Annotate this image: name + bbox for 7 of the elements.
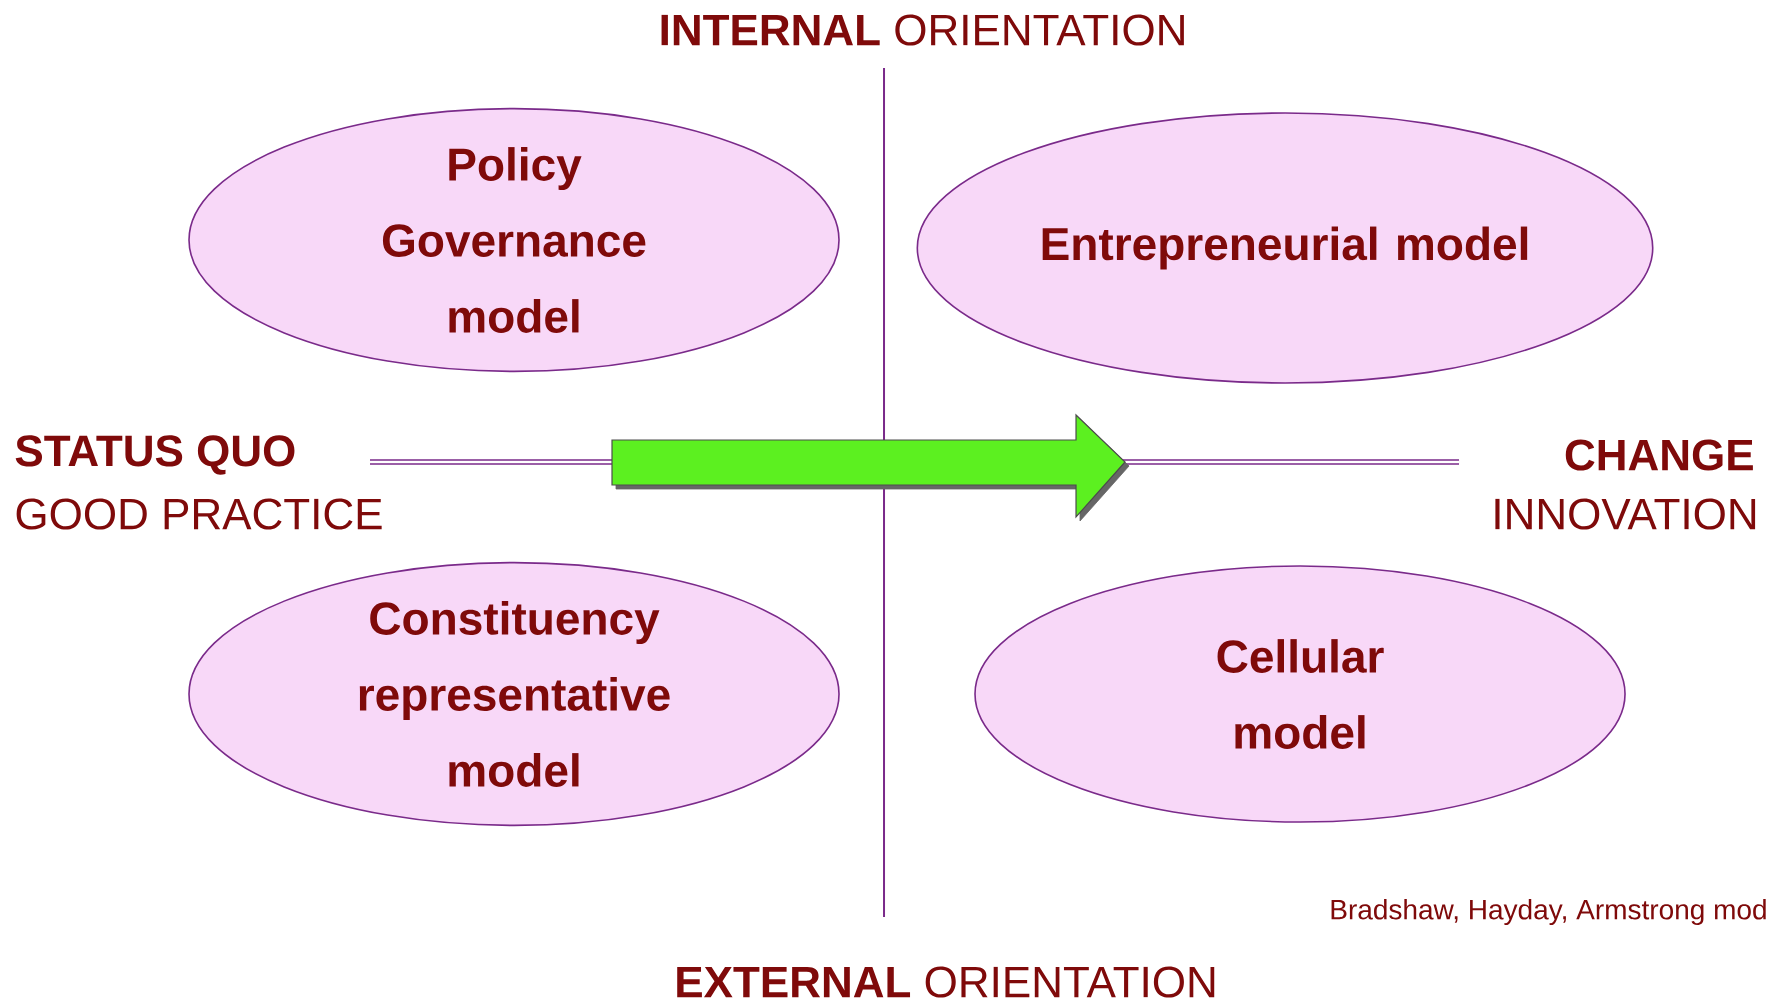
axis-label: STATUS QUO (15, 435, 295, 475)
axis-label: INNOVATION (1495, 498, 1756, 530)
axis-label: Bradshaw, Hayday, Armstrong mod (1331, 898, 1766, 926)
axis-label: EXTERNAL ORIENTATION (677, 966, 1215, 998)
axis-label: GOOD PRACTICE (16, 498, 382, 530)
axis-label: CHANGE (1565, 439, 1753, 471)
axis-label: INTERNAL ORIENTATION (661, 14, 1184, 46)
